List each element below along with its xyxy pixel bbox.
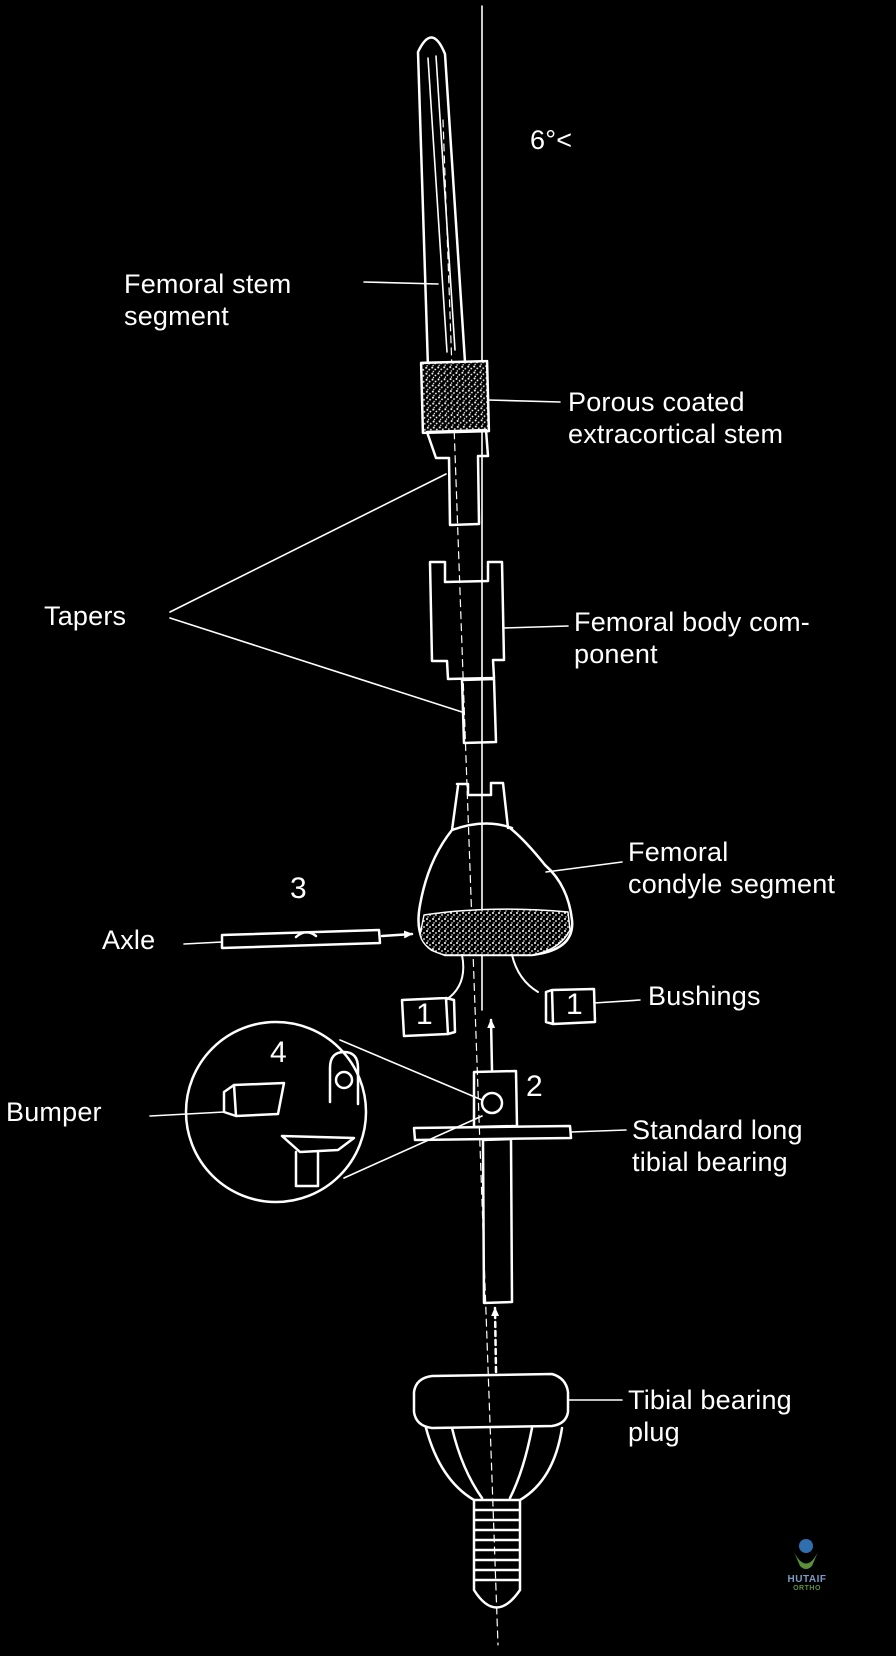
bushing-right — [544, 987, 597, 1026]
label-femoral-stem-segment: Femoral stem segment — [124, 269, 292, 331]
detail-hinge-part — [280, 1050, 360, 1188]
watermark-line1: HUTAIF — [787, 1574, 827, 1585]
bumper-leader — [149, 1111, 225, 1117]
tibial-bearing-leader — [570, 1129, 627, 1133]
femoral-stem-leader — [363, 281, 439, 285]
bushing-left — [400, 996, 457, 1038]
femoral-body-lower-taper — [460, 677, 498, 745]
label-tapers: Tapers — [44, 601, 127, 631]
tibial-bearing-plate — [412, 1124, 573, 1142]
femoral-body-component — [428, 560, 506, 681]
femoral-body-leader — [503, 625, 569, 629]
label-bushings: Bushings — [648, 981, 761, 1011]
label-bumper: Bumper — [6, 1097, 102, 1127]
condyle-stippled-band — [419, 908, 571, 956]
tibial-bearing-plug-head — [412, 1372, 570, 1430]
step-number-bushing-left: 1 — [416, 998, 433, 1031]
tibial-bearing-hole — [480, 1091, 504, 1115]
femoral-condyle-neck — [455, 781, 510, 830]
tapers-leader-lower — [169, 617, 463, 713]
step-number-detail: 4 — [270, 1036, 287, 1069]
watermark-line2: ORTHO — [793, 1585, 821, 1592]
porous-stem-leader — [487, 399, 561, 403]
axle-arrow — [380, 930, 414, 939]
plug-arrow — [491, 1306, 500, 1374]
femoral-condyle-segment — [417, 784, 574, 957]
label-tibial-bearing-plug: Tibial bearing plug — [628, 1385, 792, 1447]
insertion-arrow — [487, 1018, 496, 1072]
extracortical-stem-lower — [425, 428, 490, 527]
femoral-stem-groove — [427, 55, 456, 353]
step-number-bearing: 2 — [526, 1070, 543, 1103]
condyle-leader — [545, 861, 623, 873]
tibial-bearing-plug-cone — [424, 1426, 564, 1502]
detail-magnifier-circle — [184, 1020, 368, 1204]
hutaif-logo-mark — [794, 1539, 818, 1569]
bushings-leader — [593, 999, 641, 1004]
label-porous-coated-stem: Porous coated extracortical stem — [568, 387, 784, 449]
axle-leader — [183, 941, 223, 945]
label-femoral-body-component: Femoral body com- ponent — [574, 607, 810, 669]
tibial-bearing-plug-screw — [472, 1498, 522, 1609]
bumper-part — [222, 1081, 286, 1118]
femoral-stem-segment — [416, 36, 467, 370]
tapers-leader-upper — [169, 473, 447, 613]
label-axle: Axle — [102, 925, 156, 955]
axle — [220, 928, 382, 950]
angle-label: 6°< — [530, 125, 573, 155]
hutaif-watermark: HUTAIF ORTHO — [776, 1574, 838, 1592]
porous-coated-stem — [419, 359, 491, 435]
label-femoral-condyle-segment: Femoral condyle segment — [628, 837, 836, 899]
step-number-axle: 3 — [290, 872, 307, 905]
step-number-bushing-right: 1 — [566, 988, 583, 1021]
label-standard-long-tibial-bearing: Standard long tibial bearing — [632, 1115, 803, 1177]
mechanical-axis-line — [442, 119, 499, 1646]
condyle-stem-curves — [445, 954, 539, 1001]
tibial-bearing-shaft — [481, 1137, 514, 1305]
detail-callout-lines — [339, 1039, 483, 1179]
